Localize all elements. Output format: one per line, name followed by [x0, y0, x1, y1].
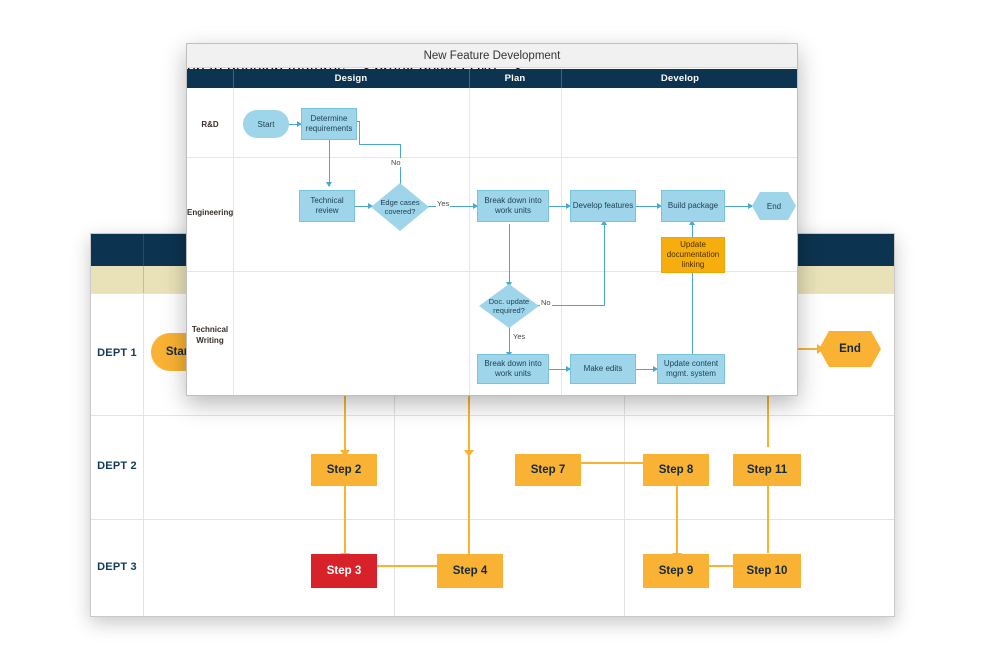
front-node-make-edits[interactable]: Make edits — [570, 354, 636, 384]
back-node-end[interactable]: End — [819, 331, 881, 367]
back-grid-hline — [91, 415, 894, 416]
back-grid-vline — [624, 293, 625, 616]
front-node-update-documentation-linking[interactable]: Update documentation linking — [661, 237, 725, 273]
front-edge-cms-updoc — [692, 269, 693, 356]
front-edge-start-determine — [289, 124, 301, 125]
back-node-step9[interactable]: Step 9 — [643, 554, 709, 588]
front-edge-edge-no — [359, 121, 360, 145]
front-edge-docreq-no — [604, 224, 605, 306]
front-lane-label-technical-writing: Technical Writing — [191, 325, 229, 345]
front-grid-vline — [233, 88, 234, 395]
front-node-technical-review[interactable]: Technical review — [299, 190, 355, 222]
front-edge-label-yes-2: Yes — [512, 332, 527, 341]
back-edge-step4-step7 — [468, 374, 470, 565]
front-edge-label-no: No — [390, 158, 402, 167]
back-edge-step7-step8 — [580, 462, 655, 464]
front-node-end[interactable]: End — [752, 192, 796, 220]
front-edge-arrow — [566, 203, 571, 209]
back-grid-vline — [394, 293, 395, 616]
front-lane-label-engineering: Engineering — [187, 208, 234, 217]
front-grid-hline — [187, 157, 797, 158]
front-node-build-package[interactable]: Build package — [661, 190, 725, 222]
back-edge-start-step2 — [344, 370, 346, 454]
front-edge-label-yes: Yes — [436, 199, 451, 208]
front-edge-arrow — [566, 366, 571, 372]
front-flowchart-window[interactable]: New Feature Development Design Plan Deve… — [186, 43, 798, 396]
back-node-step2[interactable]: Step 2 — [311, 454, 377, 486]
front-edge-breaktw-edits — [548, 369, 570, 370]
back-edge-step9-step10 — [704, 565, 751, 567]
back-edge-arrow — [464, 450, 474, 457]
back-edge-step8-step9 — [676, 481, 678, 557]
front-edge-updoc-build — [692, 224, 693, 240]
front-edge-build-end — [724, 206, 752, 207]
front-edge-edits-cms — [635, 369, 657, 370]
front-edge-arrow — [601, 220, 607, 225]
front-node-update-content-mgmt-system[interactable]: Update content mgmt. system — [657, 354, 725, 384]
back-node-step11[interactable]: Step 11 — [733, 454, 801, 486]
front-column-title-develop: Develop — [660, 73, 700, 84]
front-edge-arrow — [653, 366, 658, 372]
back-node-step7[interactable]: Step 7 — [515, 454, 581, 486]
front-edge-arrow — [657, 203, 662, 209]
back-node-step10[interactable]: Step 10 — [733, 554, 801, 588]
front-grid-vline — [469, 88, 470, 395]
front-node-doc-update-decision[interactable]: Doc. update required? — [479, 284, 539, 328]
back-grid-hline — [91, 519, 894, 520]
front-node-break-down-work-units-tw[interactable]: Break down into work units — [477, 354, 549, 384]
front-edge-edge-no — [359, 144, 401, 145]
front-header-divider — [561, 69, 562, 88]
front-edge-edge-yes — [428, 206, 477, 207]
front-node-start[interactable]: Start — [243, 110, 289, 138]
front-edge-arrow — [748, 203, 753, 209]
front-edge-docreq-no — [537, 305, 605, 306]
back-edge-step3-step4 — [376, 565, 441, 567]
front-grid-vline — [561, 88, 562, 395]
front-node-develop-features[interactable]: Develop features — [570, 190, 636, 222]
front-node-edge-cases-decision[interactable]: Edge cases covered? — [371, 183, 429, 231]
back-lane-label-dept-2: DEPT 2 — [97, 460, 137, 472]
front-column-header-bar — [187, 69, 797, 88]
front-grid-hline — [187, 271, 797, 272]
back-edge-step11-end — [767, 348, 769, 447]
front-diagram-title: New Feature Development — [187, 44, 797, 68]
front-edge-arrow — [473, 203, 478, 209]
back-node-step8[interactable]: Step 8 — [643, 454, 709, 486]
front-header-divider — [469, 69, 470, 88]
back-header-divider — [143, 234, 144, 293]
front-edge-determine-techreview — [329, 140, 330, 186]
back-node-step3[interactable]: Step 3 — [311, 554, 377, 588]
back-node-step4[interactable]: Step 4 — [437, 554, 503, 588]
back-edge-step2-step3 — [344, 481, 346, 557]
front-edge-break-docreq — [509, 224, 510, 286]
front-edge-arrow — [297, 121, 302, 127]
front-edge-label-no-2: No — [540, 298, 552, 307]
front-column-title-design: Design — [334, 73, 368, 84]
back-lane-label-dept-1: DEPT 1 — [97, 347, 137, 359]
front-edge-docreq-yes — [509, 326, 510, 356]
front-header-divider — [233, 69, 234, 88]
front-edge-devfeat-build — [635, 206, 661, 207]
front-edge-arrow — [368, 203, 373, 209]
front-lane-label-rnd: R&D — [201, 120, 219, 129]
front-edge-arrow — [326, 182, 332, 187]
back-lane-label-dept-3: DEPT 3 — [97, 561, 137, 573]
front-node-determine-requirements[interactable]: Determine requirements — [301, 108, 357, 140]
back-grid-vline — [143, 293, 144, 616]
front-edge-break-devfeat — [548, 206, 570, 207]
front-edge-arrow — [689, 220, 695, 225]
back-edge-step10-step11 — [767, 481, 769, 553]
front-edge-techreview-edge — [354, 206, 371, 207]
front-column-title-plan: Plan — [504, 73, 526, 84]
front-node-break-down-work-units-eng[interactable]: Break down into work units — [477, 190, 549, 222]
back-edge-arrow — [340, 450, 350, 457]
